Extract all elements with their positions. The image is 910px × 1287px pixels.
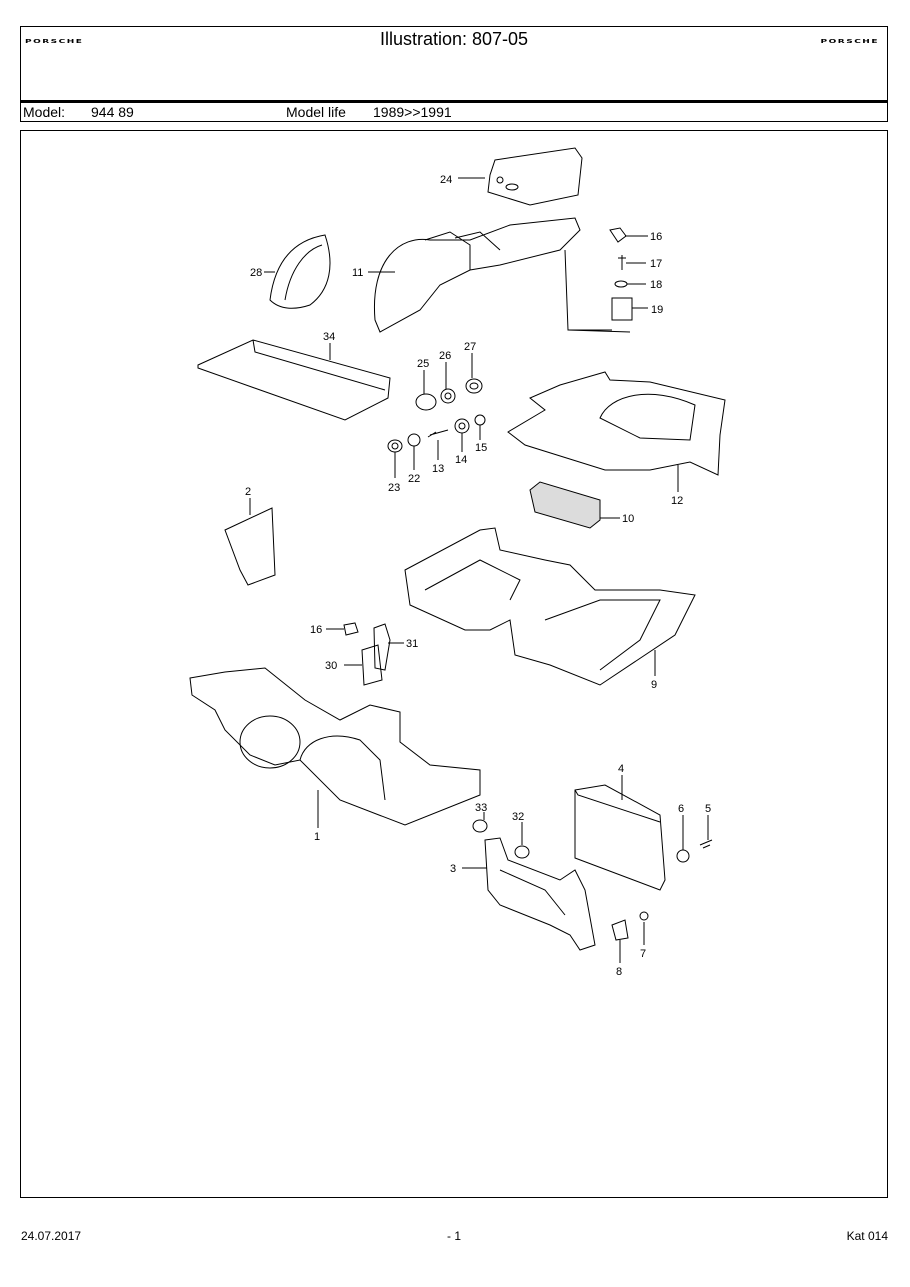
label-31: 31 xyxy=(406,638,418,650)
label-4: 4 xyxy=(618,763,624,775)
label-30: 30 xyxy=(325,660,337,672)
part-4-board xyxy=(574,784,666,891)
label-19: 19 xyxy=(651,304,663,316)
part-3-bracket xyxy=(484,837,596,951)
parts-5-6-clips xyxy=(676,839,713,863)
label-15: 15 xyxy=(475,442,487,454)
illustration-title: Illustration: 807-05 xyxy=(379,29,529,49)
label-16-mid: 16 xyxy=(310,624,322,636)
label-26: 26 xyxy=(439,350,451,362)
label-14: 14 xyxy=(455,454,467,466)
label-3: 3 xyxy=(450,863,456,875)
label-7: 7 xyxy=(640,948,646,960)
label-27: 27 xyxy=(464,341,476,353)
label-28: 28 xyxy=(250,267,262,279)
label-6: 6 xyxy=(678,803,684,815)
label-22: 22 xyxy=(408,473,420,485)
part-24-panel xyxy=(487,147,583,206)
part-34-shelf xyxy=(197,339,391,421)
label-5: 5 xyxy=(705,803,711,815)
part-10-mat xyxy=(529,481,601,529)
label-1: 1 xyxy=(314,831,320,843)
label-8: 8 xyxy=(616,966,622,978)
label-16-top: 16 xyxy=(650,231,662,243)
model-value: 944 89 xyxy=(91,104,134,120)
porsche-logo-right: PORSCHE xyxy=(820,39,879,45)
part-2-trim xyxy=(224,507,276,586)
label-12: 12 xyxy=(671,495,683,507)
header-divider xyxy=(21,100,887,103)
model-life-label: Model life xyxy=(286,104,346,120)
label-9: 9 xyxy=(651,679,657,691)
footer-page-number: - 1 xyxy=(447,1229,462,1243)
label-11: 11 xyxy=(352,267,363,279)
label-23: 23 xyxy=(388,482,400,494)
label-34: 34 xyxy=(323,331,335,343)
label-2: 2 xyxy=(245,486,251,498)
part-11-wheel-housing xyxy=(373,217,581,333)
label-24: 24 xyxy=(440,174,452,186)
label-33: 33 xyxy=(475,802,487,814)
label-25: 25 xyxy=(417,358,429,370)
parts-30-31-brackets xyxy=(343,622,391,686)
parts-7-8-clips xyxy=(611,911,649,941)
label-17: 17 xyxy=(650,258,662,270)
leader-lines xyxy=(249,177,709,963)
label-10: 10 xyxy=(622,513,634,525)
label-13: 13 xyxy=(432,463,444,475)
label-18: 18 xyxy=(650,279,662,291)
porsche-logo-left: PORSCHE xyxy=(25,39,84,45)
parts-fasteners-cluster xyxy=(387,378,486,453)
page-header: PORSCHE Illustration: 807-05 PORSCHE Mod… xyxy=(20,26,888,122)
part-28-liner xyxy=(269,234,331,309)
part-1-front-carpet xyxy=(189,667,481,826)
parts-16-19-hardware xyxy=(564,227,633,333)
part-9-floor-carpet xyxy=(404,527,696,686)
label-32: 32 xyxy=(512,811,524,823)
model-label: Model: xyxy=(23,104,66,120)
exploded-parts-diagram: 24 16 11 28 17 18 19 34 25 26 27 13 14 1… xyxy=(150,140,760,990)
parts-32-33-fasteners xyxy=(472,819,530,859)
footer-catalog: Kat 014 xyxy=(846,1229,888,1243)
model-life-value: 1989>>1991 xyxy=(373,104,452,120)
model-row: Model: 944 89 Model life 1989>>1991 xyxy=(21,103,887,121)
part-12-floor-panel xyxy=(507,371,726,476)
footer-date: 24.07.2017 xyxy=(21,1229,82,1243)
part-labels: 24 16 11 28 17 18 19 34 25 26 27 13 14 1… xyxy=(245,174,711,978)
illustration-frame xyxy=(20,130,888,1198)
